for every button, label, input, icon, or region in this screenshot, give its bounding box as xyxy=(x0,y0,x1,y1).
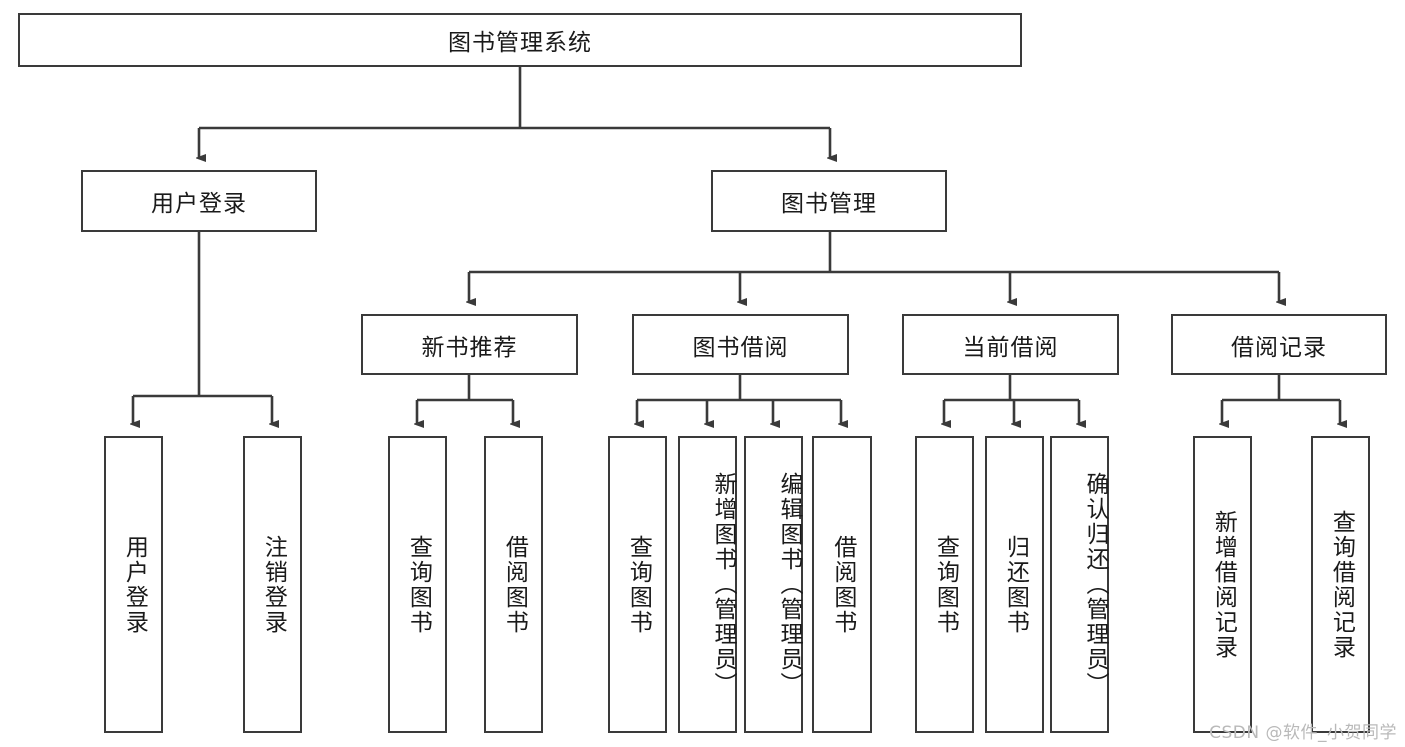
leaf-label: 查询借阅记录 xyxy=(1328,509,1355,660)
node-book-borrow[interactable]: 图书借阅 xyxy=(632,314,849,375)
watermark-text: CSDN @软件_小贺同学 xyxy=(1209,723,1397,743)
node-book-management-label: 图书管理 xyxy=(781,191,877,217)
node-new-book-recommend-label: 新书推荐 xyxy=(421,334,518,361)
leaf-label: 注销登录 xyxy=(260,534,287,635)
leaf-label: 确认归还（管理员） xyxy=(1082,472,1108,697)
leaf-borrow-query-book[interactable]: 查询图书 xyxy=(608,436,667,733)
node-book-management[interactable]: 图书管理 xyxy=(711,170,947,232)
leaf-recommend-borrow-book[interactable]: 借阅图书 xyxy=(484,436,543,733)
leaf-label: 借阅图书 xyxy=(829,534,856,635)
node-new-book-recommend[interactable]: 新书推荐 xyxy=(361,314,578,375)
leaf-borrow-add-book-admin[interactable]: 新增图书（管理员） xyxy=(678,436,737,733)
leaf-label: 查询图书 xyxy=(405,534,432,635)
node-root[interactable]: 图书管理系统 xyxy=(18,13,1022,67)
leaf-label: 查询图书 xyxy=(625,534,652,635)
node-borrow-record[interactable]: 借阅记录 xyxy=(1171,314,1387,375)
leaf-record-add-record[interactable]: 新增借阅记录 xyxy=(1193,436,1252,733)
leaf-recommend-query-book[interactable]: 查询图书 xyxy=(388,436,447,733)
leaf-label: 新增借阅记录 xyxy=(1210,509,1237,660)
leaf-record-query-record[interactable]: 查询借阅记录 xyxy=(1311,436,1370,733)
leaf-borrow-edit-book-admin[interactable]: 编辑图书（管理员） xyxy=(744,436,803,733)
leaf-current-confirm-return-admin[interactable]: 确认归还（管理员） xyxy=(1050,436,1109,733)
leaf-label: 归还图书 xyxy=(1002,534,1029,635)
node-book-borrow-label: 图书借阅 xyxy=(692,334,789,361)
node-borrow-record-label: 借阅记录 xyxy=(1231,334,1327,361)
node-root-label: 图书管理系统 xyxy=(448,30,592,56)
leaf-label: 编辑图书（管理员） xyxy=(776,472,802,697)
leaf-borrow-borrow-book[interactable]: 借阅图书 xyxy=(812,436,872,733)
node-current-borrow[interactable]: 当前借阅 xyxy=(902,314,1119,375)
node-current-borrow-label: 当前借阅 xyxy=(962,334,1059,361)
leaf-label: 查询图书 xyxy=(932,534,959,635)
leaf-label: 借阅图书 xyxy=(501,534,528,635)
leaf-current-query-book[interactable]: 查询图书 xyxy=(915,436,974,733)
leaf-label: 新增图书（管理员） xyxy=(710,472,736,697)
leaf-current-return-book[interactable]: 归还图书 xyxy=(985,436,1044,733)
leaf-user-login-login[interactable]: 用户登录 xyxy=(104,436,163,733)
leaf-user-login-logout[interactable]: 注销登录 xyxy=(243,436,302,733)
node-user-login[interactable]: 用户登录 xyxy=(81,170,317,232)
node-user-login-label: 用户登录 xyxy=(151,191,247,217)
leaf-label: 用户登录 xyxy=(121,534,148,635)
